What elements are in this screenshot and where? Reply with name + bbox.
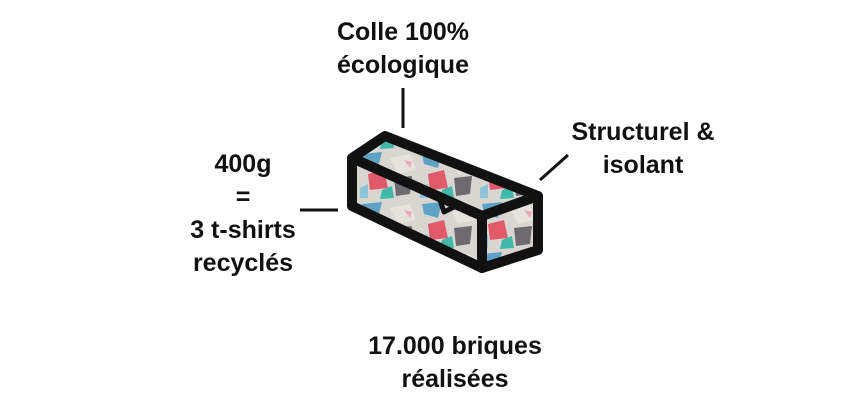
- label-glue: Colle 100% écologique: [313, 16, 493, 82]
- label-weight-line-3: 3 t-shirts: [153, 214, 333, 247]
- label-weight: 400g = 3 t-shirts recyclés: [153, 148, 333, 280]
- label-count-line-1: 17.000 briques: [330, 330, 580, 363]
- label-weight-line-2: =: [153, 181, 333, 214]
- label-structure-line-2: isolant: [548, 149, 738, 182]
- label-weight-line-4: recyclés: [153, 247, 333, 280]
- label-weight-line-1: 400g: [153, 148, 333, 181]
- label-glue-line-2: écologique: [313, 49, 493, 82]
- label-structure: Structurel & isolant: [548, 116, 738, 182]
- label-structure-line-1: Structurel &: [548, 116, 738, 149]
- label-glue-line-1: Colle 100%: [313, 16, 493, 49]
- label-count: 17.000 briques réalisées: [330, 330, 580, 396]
- label-count-line-2: réalisées: [330, 363, 580, 396]
- brick: [352, 136, 538, 268]
